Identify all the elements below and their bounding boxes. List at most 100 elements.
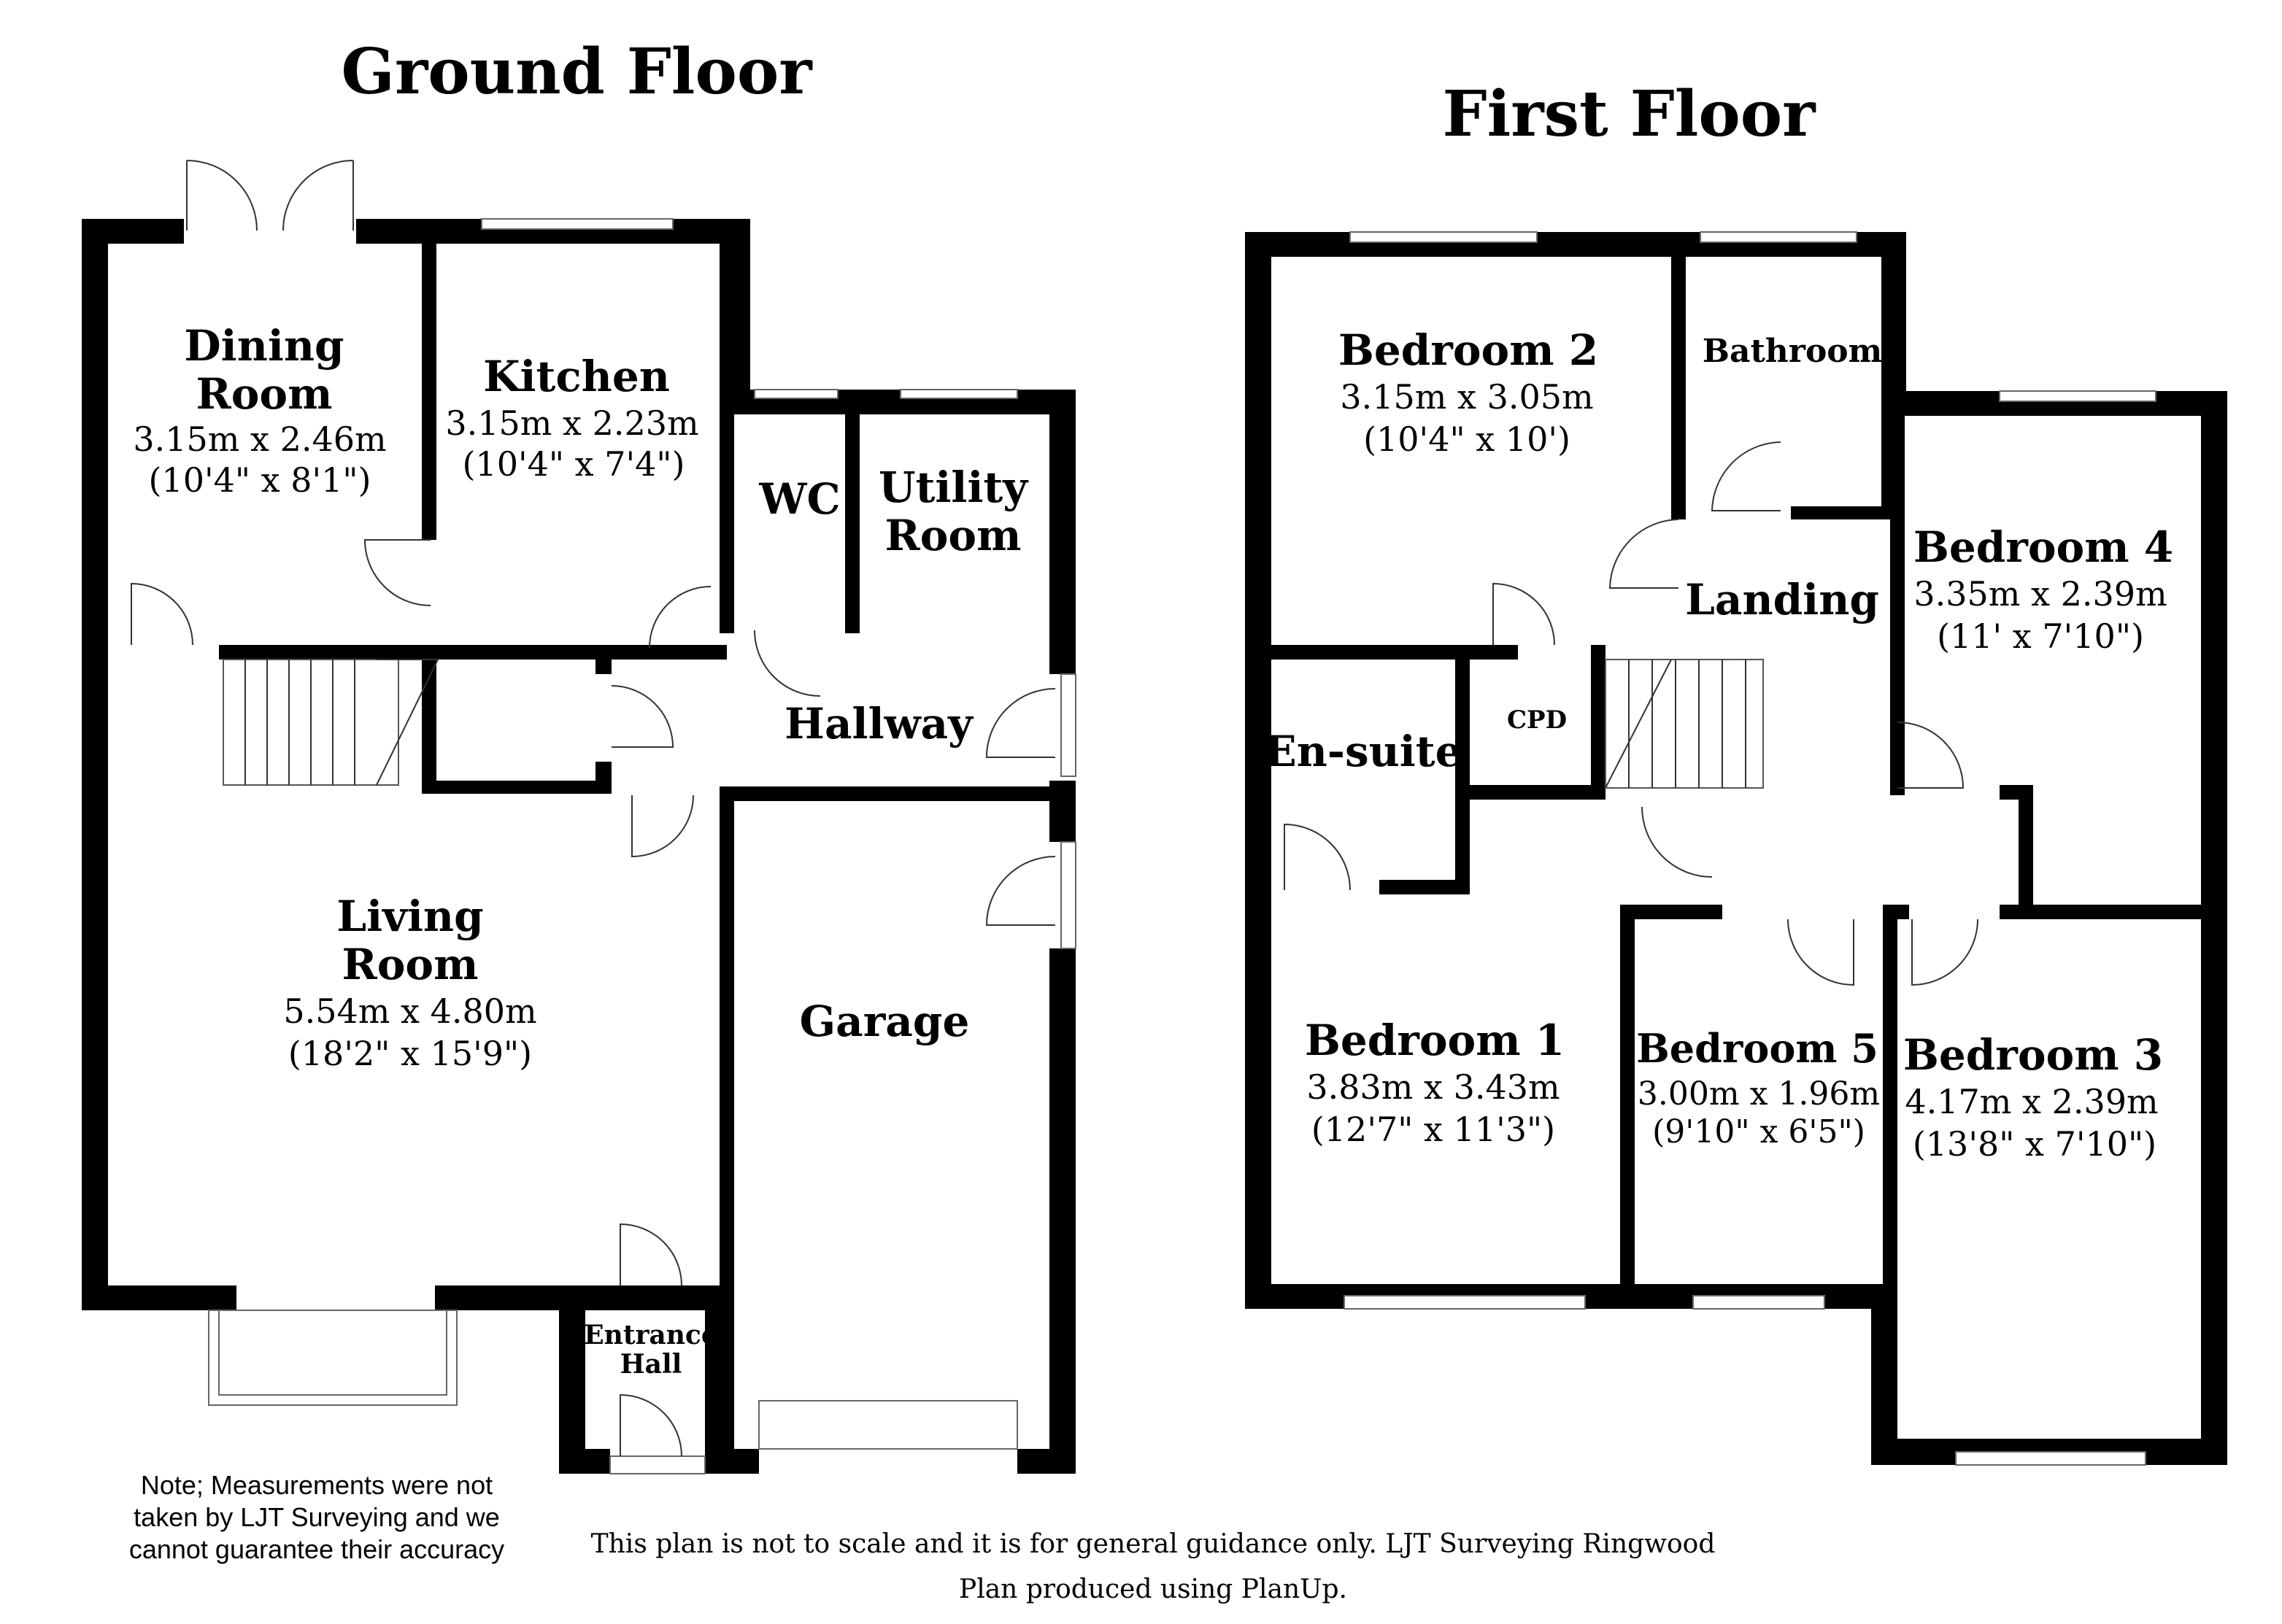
bedroom-3-size: 4.17m x 2.39m: [1905, 1082, 2158, 1121]
wall: [1049, 390, 1076, 674]
kitchen-name: Kitchen: [483, 352, 670, 401]
bay-window: [218, 1310, 447, 1396]
wall: [2201, 391, 2227, 1465]
wall: [1271, 645, 1518, 660]
wall: [1245, 232, 1271, 1309]
bedroom-2-size-imperial: (10'4" x 10'): [1363, 419, 1570, 459]
bedroom-1-size: 3.83m x 3.43m: [1306, 1067, 1560, 1107]
living-room-name: Living: [336, 892, 483, 941]
bedroom-5-size: 3.00m x 1.96m: [1638, 1075, 1880, 1113]
window: [609, 1455, 706, 1474]
wall: [705, 1285, 720, 1458]
window: [481, 218, 674, 230]
wall: [1620, 905, 1722, 919]
wall: [422, 244, 436, 540]
wall: [1591, 645, 1606, 800]
en-suite-name: En-suite: [1265, 727, 1462, 776]
wall: [1890, 416, 1905, 795]
wall: [559, 1449, 610, 1474]
wall: [845, 620, 860, 633]
living-room-name: Room: [342, 940, 479, 989]
bedroom-3-size-imperial: (13'8" x 7'10"): [1913, 1124, 2156, 1164]
ground-floor-plan: [82, 160, 1076, 1474]
garage-name: Garage: [800, 997, 970, 1046]
wall: [1791, 506, 1892, 519]
window: [900, 389, 1018, 399]
window: [1344, 1295, 1586, 1310]
wall: [720, 786, 1076, 801]
wall: [595, 660, 612, 674]
bedroom-4-size-imperial: (11' x 7'10"): [1937, 616, 2144, 656]
window: [1700, 231, 1857, 243]
door-swings: [1284, 441, 1978, 986]
dining-room-name: Room: [196, 369, 333, 419]
window: [1060, 673, 1076, 777]
bedroom-3-name: Bedroom 3: [1903, 1030, 2163, 1080]
disclaimer-line: Plan produced using PlanUp.: [959, 1574, 1347, 1604]
landing-name: Landing: [1685, 575, 1879, 625]
wall: [845, 414, 860, 633]
wall: [595, 762, 612, 794]
bedroom-2-name: Bedroom 2: [1338, 325, 1598, 375]
window: [758, 1400, 1018, 1450]
wall: [1470, 785, 1601, 800]
door-swings: [131, 539, 1056, 1457]
wall: [1671, 257, 1686, 519]
bedroom-1-name: Bedroom 1: [1305, 1016, 1565, 1065]
kitchen-size: 3.15m x 2.23m: [445, 403, 698, 443]
window: [754, 389, 839, 399]
wall: [82, 219, 184, 244]
kitchen-size-imperial: (10'4" x 7'4"): [462, 444, 685, 484]
dining-room-size-imperial: (10'4" x 8'1"): [148, 460, 371, 500]
note-line: cannot guarantee their accuracy: [129, 1534, 504, 1564]
wall: [1881, 232, 1906, 394]
ground-floor-title: Ground Floor: [342, 35, 814, 109]
note-line: Note; Measurements were not: [141, 1470, 493, 1500]
wall: [720, 414, 734, 633]
wall: [1379, 880, 1470, 894]
wc-name: WC: [758, 474, 840, 524]
wall: [2019, 785, 2033, 916]
disclaimer-line: This plan is not to scale and it is for …: [591, 1529, 1716, 1559]
wall: [1049, 948, 1076, 1474]
wall: [422, 781, 612, 794]
wall: [2000, 905, 2216, 919]
window: [1999, 390, 2156, 402]
dining-room-size: 3.15m x 2.46m: [133, 419, 386, 459]
bathroom-name: Bathroom: [1703, 333, 1882, 370]
wall: [720, 786, 734, 1458]
hallway-name: Hallway: [785, 699, 974, 749]
wall: [1883, 905, 1897, 1299]
bedroom-2-size: 3.15m x 3.05m: [1340, 377, 1593, 417]
wall: [1871, 1284, 1897, 1465]
wall: [219, 645, 727, 660]
bedroom-4-name: Bedroom 4: [1913, 522, 2173, 572]
window: [1349, 231, 1538, 243]
wall: [422, 660, 436, 794]
wall: [82, 219, 108, 1310]
wall: [82, 1285, 236, 1310]
entrance-hall-name: Hall: [620, 1349, 682, 1380]
dining-room-name: Dining: [184, 321, 344, 371]
utility-room-name: Utility: [879, 463, 1029, 512]
wall: [559, 1285, 585, 1474]
living-room-size: 5.54m x 4.80m: [283, 991, 536, 1031]
window: [1692, 1295, 1825, 1310]
bedroom-5-size-imperial: (9'10" x 6'5"): [1652, 1113, 1865, 1151]
bedroom-1-size-imperial: (12'7" x 11'3"): [1311, 1110, 1555, 1149]
first-floor-plan: [1245, 231, 2227, 1466]
cpd-name: CPD: [1507, 705, 1567, 735]
window: [1955, 1451, 2146, 1466]
note-line: taken by LJT Surveying and we: [134, 1502, 500, 1532]
entrance-hall-name: Entrance: [584, 1320, 718, 1350]
wall: [1620, 905, 1635, 1299]
staircase: [223, 659, 439, 786]
french-doors: [186, 160, 354, 231]
bedroom-4-size: 3.35m x 2.39m: [1913, 574, 2167, 614]
first-floor-title: First Floor: [1443, 77, 1817, 151]
utility-room-name: Room: [885, 511, 1022, 560]
window: [1060, 841, 1076, 949]
wall: [1455, 645, 1470, 890]
wall: [1017, 1449, 1076, 1474]
